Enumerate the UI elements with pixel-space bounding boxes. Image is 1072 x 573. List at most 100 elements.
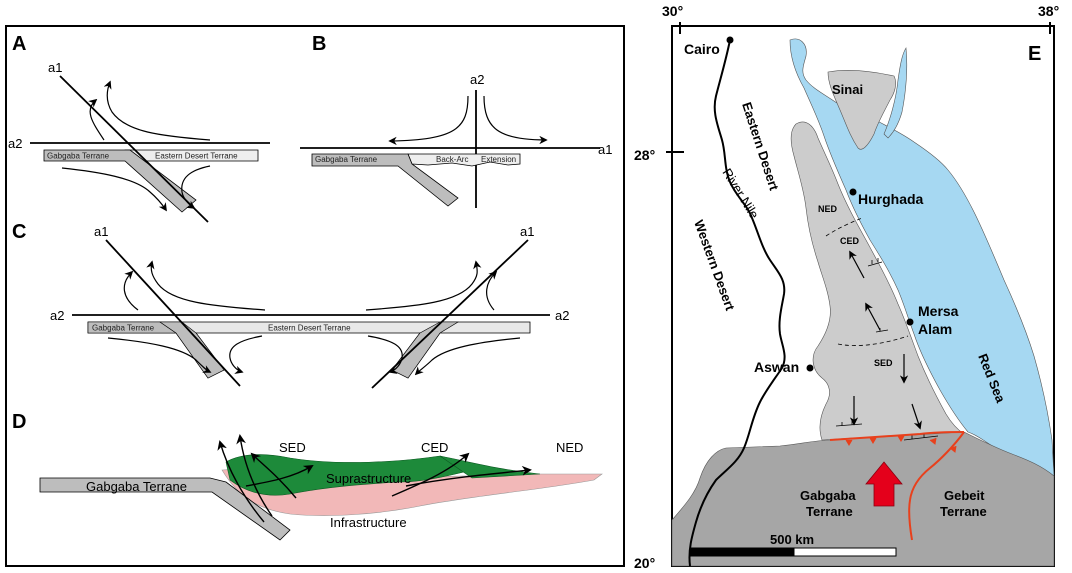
panel-d-fault-2 — [236, 434, 273, 517]
gebeit-label-1: Gebeit — [944, 488, 985, 503]
cairo-dot — [726, 36, 734, 44]
ced-sed-boundary — [837, 335, 909, 346]
panel-d-ced-label: CED — [421, 440, 448, 455]
panel-b-arrow-right — [483, 95, 548, 145]
thrust-tick-1 — [867, 258, 883, 267]
panel-c-eastern-label: Eastern Desert Terrane — [268, 324, 351, 333]
ced-label: CED — [840, 236, 860, 246]
panel-d-fault-4 — [245, 464, 314, 487]
panel-a-eastern-label: Eastern Desert Terrane — [155, 152, 238, 161]
panel-b-gabgaba-slab — [311, 153, 459, 207]
panel-c-arrow-rll — [367, 335, 403, 374]
panel-b-backarc-shape — [407, 153, 521, 167]
sed-label: SED — [874, 358, 893, 368]
panel-b-backarc-label: Back-Arc — [436, 155, 468, 164]
lat-north-label: 28° — [634, 147, 655, 163]
suture-line — [829, 431, 965, 441]
panel-d-fault-3 — [250, 452, 297, 499]
thrust-tick-3 — [835, 421, 863, 427]
panel-b-a2-label: a2 — [470, 72, 484, 87]
sed-arrow-3 — [911, 403, 922, 430]
mersa-alam-dot — [906, 318, 914, 326]
ced-arrow-1 — [849, 250, 865, 279]
panel-d-fault-1 — [217, 440, 265, 523]
panel-c-a1-left-label: a1 — [94, 224, 108, 239]
panel-d-suprastructure — [225, 454, 473, 496]
panel-b-letter: B — [312, 33, 326, 55]
ned-label: NED — [818, 204, 838, 214]
panel-d-sed-label: SED — [279, 440, 306, 455]
lat-south-label: 20° — [634, 555, 655, 571]
scale-bar-white — [793, 547, 897, 557]
panel-b-extension-label: Extension — [481, 155, 516, 164]
panel-a-arrow-upper-right — [103, 80, 211, 141]
ned-ced-boundary — [825, 217, 863, 237]
panel-c-arrow-ul — [123, 270, 139, 311]
scale-label: 500 km — [770, 532, 814, 547]
aswan-dot — [806, 364, 814, 372]
river-nile — [688, 39, 786, 567]
convergence-arrow — [865, 461, 903, 507]
suture-branch — [908, 431, 965, 541]
panel-c-right-subduction — [391, 321, 460, 379]
panel-c-arrow-rur — [486, 270, 498, 311]
southern-terranes — [671, 431, 1055, 567]
panel-c-letter: C — [12, 221, 26, 243]
panel-a-letter: A — [12, 33, 26, 55]
gabgaba-label-1: Gabgaba — [800, 488, 856, 503]
panel-c-arrow-rul — [365, 260, 482, 311]
scale-bar-black — [689, 547, 795, 557]
sinai-label: Sinai — [832, 82, 863, 97]
panel-b-arrow-left — [388, 95, 469, 146]
gabgaba-label-2: Terrane — [806, 504, 853, 519]
suture-teeth — [845, 435, 957, 453]
panel-b-a1-label: a1 — [598, 142, 612, 157]
panel-c-a1-right-label: a1 — [520, 224, 534, 239]
panel-e-letter: E — [1028, 43, 1041, 65]
aswan-label: Aswan — [754, 359, 799, 375]
panel-d-gabgaba-slab — [39, 477, 291, 541]
map-panel: 30° 38° 28° 20° — [634, 3, 1059, 571]
panel-c-arrow-ll — [107, 337, 212, 373]
sinai — [827, 70, 896, 150]
hurghada-label: Hurghada — [858, 191, 924, 207]
panel-d: D Gabgaba Terrane Suprastructure Infrast… — [12, 411, 603, 541]
gebeit-label-2: Terrane — [940, 504, 987, 519]
panel-d-fault-5 — [391, 452, 470, 497]
panel-c-gabgaba-label: Gabgaba Terrane — [92, 324, 155, 333]
panel-d-letter: D — [12, 411, 26, 433]
alam-label: Alam — [918, 321, 952, 337]
lon-west-label: 30° — [662, 3, 683, 19]
gulf-of-aqaba — [883, 47, 908, 139]
panel-d-infrastructure-label: Infrastructure — [330, 515, 407, 530]
panel-c-a2-left-label: a2 — [50, 308, 64, 323]
panel-a-a1-label: a1 — [48, 60, 62, 75]
panel-b: B a2 a1 Gabgaba Terrane Back-Arc Extensi… — [300, 33, 612, 208]
ced-arrow-2 — [865, 302, 881, 331]
thrust-tick-4 — [903, 434, 939, 441]
thrust-tick-2 — [875, 328, 889, 333]
panel-a-gabgaba-label: Gabgaba Terrane — [47, 152, 110, 161]
panel-d-ned-label: NED — [556, 440, 583, 455]
panel-a-arrow-lower-right — [181, 165, 211, 209]
cairo-label: Cairo — [684, 41, 720, 57]
panel-c-arrow-rlr — [414, 337, 521, 376]
panel-a-a2-label: a2 — [8, 136, 22, 151]
panel-c-arrow-lr — [229, 335, 263, 374]
panel-c-a1-right-line — [371, 239, 529, 389]
lon-east-label: 38° — [1038, 3, 1059, 19]
hurghada-dot — [849, 188, 857, 196]
panel-d-suprastructure-label: Suprastructure — [326, 471, 411, 486]
panel-d-gabgaba-label: Gabgaba Terrane — [86, 479, 187, 494]
panel-d-fault-6 — [405, 465, 532, 487]
panel-a: A Gabgaba Terrane Eastern Desert Terrane… — [8, 33, 270, 223]
panel-a-arrow-upper-left — [88, 98, 105, 141]
panel-a-arrow-lower-left — [61, 167, 167, 212]
panel-c-a1-left-line — [105, 239, 241, 387]
panel-b-gabgaba-label: Gabgaba Terrane — [315, 155, 378, 164]
mersa-label: Mersa — [918, 303, 959, 319]
panel-c-arrow-ur — [146, 260, 266, 311]
panel-c: C a2 a2 Gabgaba Terrane Eastern Desert T… — [12, 221, 569, 389]
panel-c-a2-right-label: a2 — [555, 308, 569, 323]
